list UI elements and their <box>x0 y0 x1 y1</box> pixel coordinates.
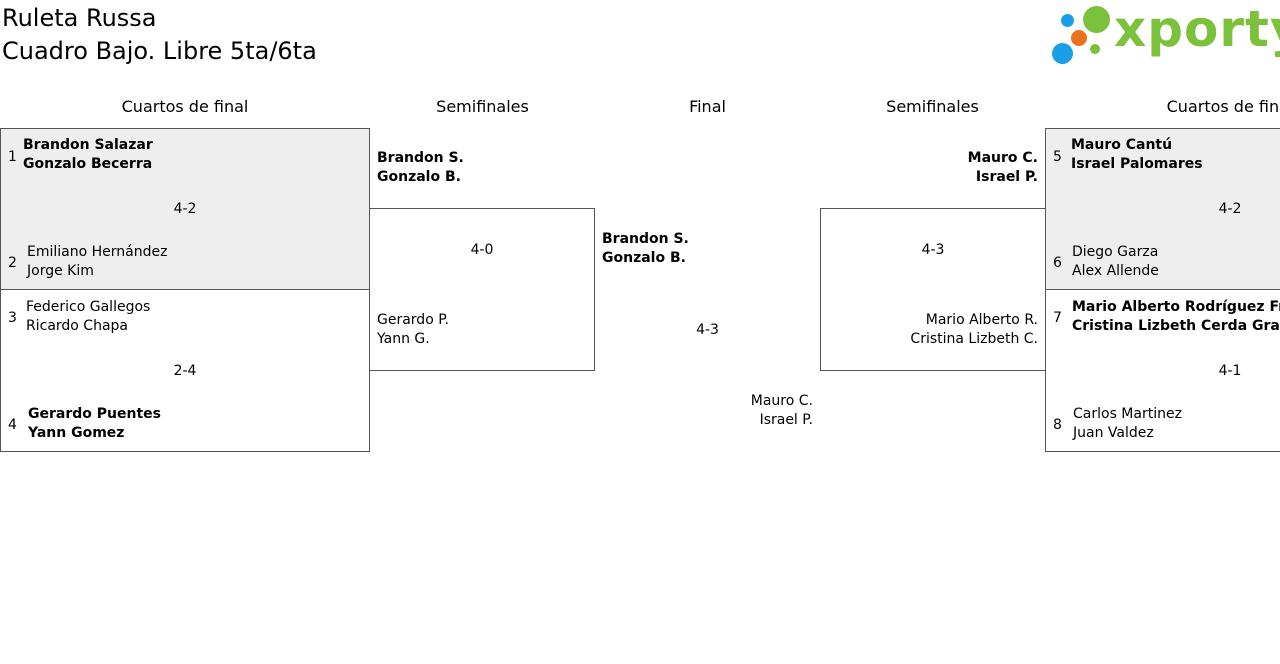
match-score: 4-3 <box>921 242 945 258</box>
match-score: 2-4 <box>173 363 197 379</box>
player-name: Yann G. <box>377 331 430 347</box>
match-score: 4-1 <box>1218 363 1242 379</box>
match-score: 4-2 <box>1218 201 1242 217</box>
seed-number: 1 <box>8 149 17 165</box>
logo-dot-blue-icon <box>1052 43 1073 64</box>
player-name: Mario Alberto Rodríguez Fra <box>1072 299 1280 315</box>
logo-dot-blue-small-icon <box>1061 14 1074 27</box>
team-1: Mario Alberto Rodríguez Fra Cristina Liz… <box>1072 298 1280 336</box>
column-header-right-qf: Cuartos de final <box>1166 97 1280 116</box>
xporty-logo[interactable]: xporty <box>1052 0 1280 66</box>
left-qf-match-1[interactable]: 1 Brandon Salazar Gonzalo Becerra 4-2 2 … <box>0 128 370 290</box>
team-1: Mauro Cantú Israel Palomares <box>1071 136 1203 174</box>
seed-number: 6 <box>1053 255 1062 271</box>
column-header-left-sf: Semifinales <box>436 97 529 116</box>
player-name: Gonzalo Becerra <box>23 156 153 172</box>
match-score: 4-0 <box>470 242 494 258</box>
player-name: Mauro Cantú <box>1071 137 1173 153</box>
seed-number: 3 <box>8 310 17 326</box>
team-2: Gerardo Puentes Yann Gomez <box>28 405 161 443</box>
team-2: Carlos Martinez Juan Valdez <box>1073 405 1182 443</box>
player-name: Brandon Salazar <box>23 137 153 153</box>
player-name: Israel Palomares <box>1071 156 1203 172</box>
player-name: Gerardo Puentes <box>28 406 161 422</box>
player-name: Carlos Martinez <box>1073 406 1182 422</box>
player-name: Mario Alberto R. <box>925 312 1038 328</box>
player-name: Israel P. <box>759 412 813 428</box>
column-header-final: Final <box>689 97 726 116</box>
right-qf-match-1[interactable]: 5 Mauro Cantú Israel Palomares 4-2 6 Die… <box>1045 128 1280 290</box>
logo-dot-orange-icon <box>1071 30 1087 46</box>
logo-text: xporty <box>1114 0 1280 58</box>
final-team-2: Mauro C. Israel P. <box>700 392 813 430</box>
player-name: Emiliano Hernández <box>27 244 168 260</box>
player-name: Mauro C. <box>750 393 813 409</box>
left-sf-match[interactable]: 4-0 Gerardo P. Yann G. <box>369 208 595 371</box>
player-name: Israel P. <box>975 169 1038 185</box>
left-sf-team-2: Gerardo P. Yann G. <box>377 311 449 349</box>
left-qf-match-2[interactable]: 3 Federico Gallegos Ricardo Chapa 2-4 4 … <box>0 289 370 452</box>
player-name: Cristina Lizbeth Cerda Grana <box>1072 318 1280 334</box>
player-name: Alex Allende <box>1072 263 1159 279</box>
seed-number: 8 <box>1053 417 1062 433</box>
column-header-left-qf: Cuartos de final <box>121 97 249 116</box>
logo-dot-green-icon <box>1083 6 1110 33</box>
player-name: Juan Valdez <box>1073 425 1154 441</box>
seed-number: 7 <box>1053 310 1062 326</box>
tournament-title: Ruleta Russa <box>2 4 157 32</box>
player-name: Gonzalo B. <box>377 169 461 185</box>
final-score: 4-3 <box>696 322 719 338</box>
left-sf-team-1: Brandon S. Gonzalo B. <box>377 149 464 187</box>
player-name: Jorge Kim <box>27 263 94 279</box>
seed-number: 5 <box>1053 149 1062 165</box>
team-2: Emiliano Hernández Jorge Kim <box>27 243 167 281</box>
right-sf-team-2: Mario Alberto R. Cristina Lizbeth C. <box>821 311 1038 349</box>
final-team-1: Brandon S. Gonzalo B. <box>602 230 689 268</box>
player-name: Yann Gomez <box>28 425 125 441</box>
player-name: Cristina Lizbeth C. <box>910 331 1038 347</box>
player-name: Diego Garza <box>1072 244 1159 260</box>
team-2: Diego Garza Alex Allende <box>1072 243 1159 281</box>
player-name: Gonzalo B. <box>602 250 686 266</box>
player-name: Brandon S. <box>377 150 464 166</box>
seed-number: 2 <box>8 255 17 271</box>
team-1: Federico Gallegos Ricardo Chapa <box>26 298 150 336</box>
right-qf-match-2[interactable]: 7 Mario Alberto Rodríguez Fra Cristina L… <box>1045 289 1280 452</box>
team-1: Brandon Salazar Gonzalo Becerra <box>23 136 153 174</box>
match-score: 4-2 <box>173 201 197 217</box>
column-header-right-sf: Semifinales <box>886 97 979 116</box>
player-name: Federico Gallegos <box>26 299 151 315</box>
right-sf-match[interactable]: 4-3 Mario Alberto R. Cristina Lizbeth C. <box>820 208 1046 371</box>
player-name: Gerardo P. <box>377 312 449 328</box>
player-name: Ricardo Chapa <box>26 318 128 334</box>
player-name: Brandon S. <box>602 231 689 247</box>
seed-number: 4 <box>8 417 17 433</box>
player-name: Mauro C. <box>967 150 1038 166</box>
logo-dot-green-small-icon <box>1090 44 1100 54</box>
bracket-subtitle: Cuadro Bajo. Libre 5ta/6ta <box>2 37 317 65</box>
right-sf-team-1: Mauro C. Israel P. <box>900 149 1038 187</box>
